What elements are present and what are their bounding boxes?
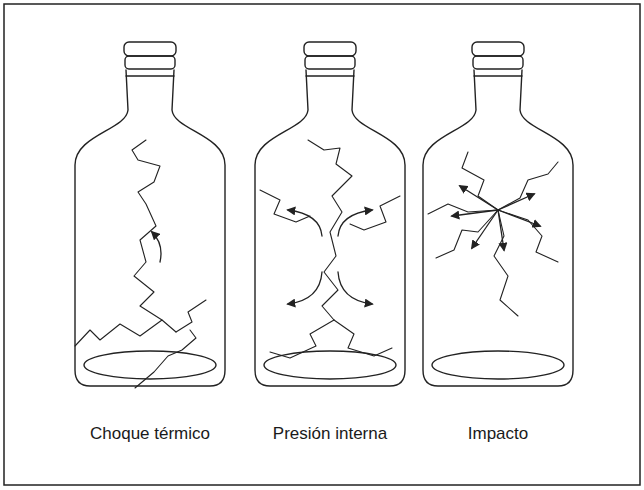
crack-line bbox=[494, 210, 518, 316]
crack-line bbox=[260, 190, 310, 222]
force-arrow bbox=[498, 210, 540, 226]
bottle-cap bbox=[124, 42, 176, 56]
crack-line bbox=[498, 210, 558, 262]
bottle-outline bbox=[423, 70, 573, 386]
crack-line bbox=[436, 210, 498, 258]
bottle bbox=[423, 42, 573, 386]
bottle bbox=[75, 42, 225, 388]
caption-label: Presión interna bbox=[270, 424, 390, 444]
caption-label: Impacto bbox=[465, 424, 531, 444]
frame bbox=[4, 4, 640, 485]
bottle-cap bbox=[472, 42, 524, 56]
neck-ring bbox=[126, 75, 174, 76]
crack-line bbox=[334, 320, 392, 356]
crack-line bbox=[75, 320, 162, 346]
crack-line bbox=[135, 330, 196, 388]
force-arrow bbox=[338, 272, 372, 304]
force-arrow bbox=[472, 210, 498, 248]
bottle-cap bbox=[304, 42, 356, 56]
bottle-base bbox=[432, 351, 564, 379]
bottle-rim bbox=[305, 56, 355, 69]
force-arrow bbox=[338, 210, 372, 236]
crack-line bbox=[462, 152, 498, 210]
crack-line bbox=[176, 300, 206, 332]
force-arrow bbox=[152, 232, 161, 262]
force-arrow bbox=[498, 210, 504, 250]
crack-line bbox=[132, 140, 176, 332]
neck-ring bbox=[306, 75, 354, 76]
crack-line bbox=[428, 204, 498, 214]
bottle-rim bbox=[473, 56, 523, 69]
caption-label: Choque térmico bbox=[87, 424, 213, 444]
bottle-rim bbox=[125, 56, 175, 69]
force-arrow bbox=[498, 194, 534, 210]
bottle-outline bbox=[75, 70, 225, 386]
bottle-outline bbox=[255, 70, 405, 386]
crack-line bbox=[270, 320, 334, 358]
bottle bbox=[255, 42, 405, 386]
crack-line bbox=[498, 162, 558, 210]
force-arrow bbox=[288, 210, 322, 236]
neck-ring bbox=[474, 75, 522, 76]
force-arrow bbox=[288, 272, 322, 304]
crack-line bbox=[308, 140, 352, 320]
force-arrow bbox=[452, 210, 498, 216]
force-arrow bbox=[460, 186, 498, 210]
